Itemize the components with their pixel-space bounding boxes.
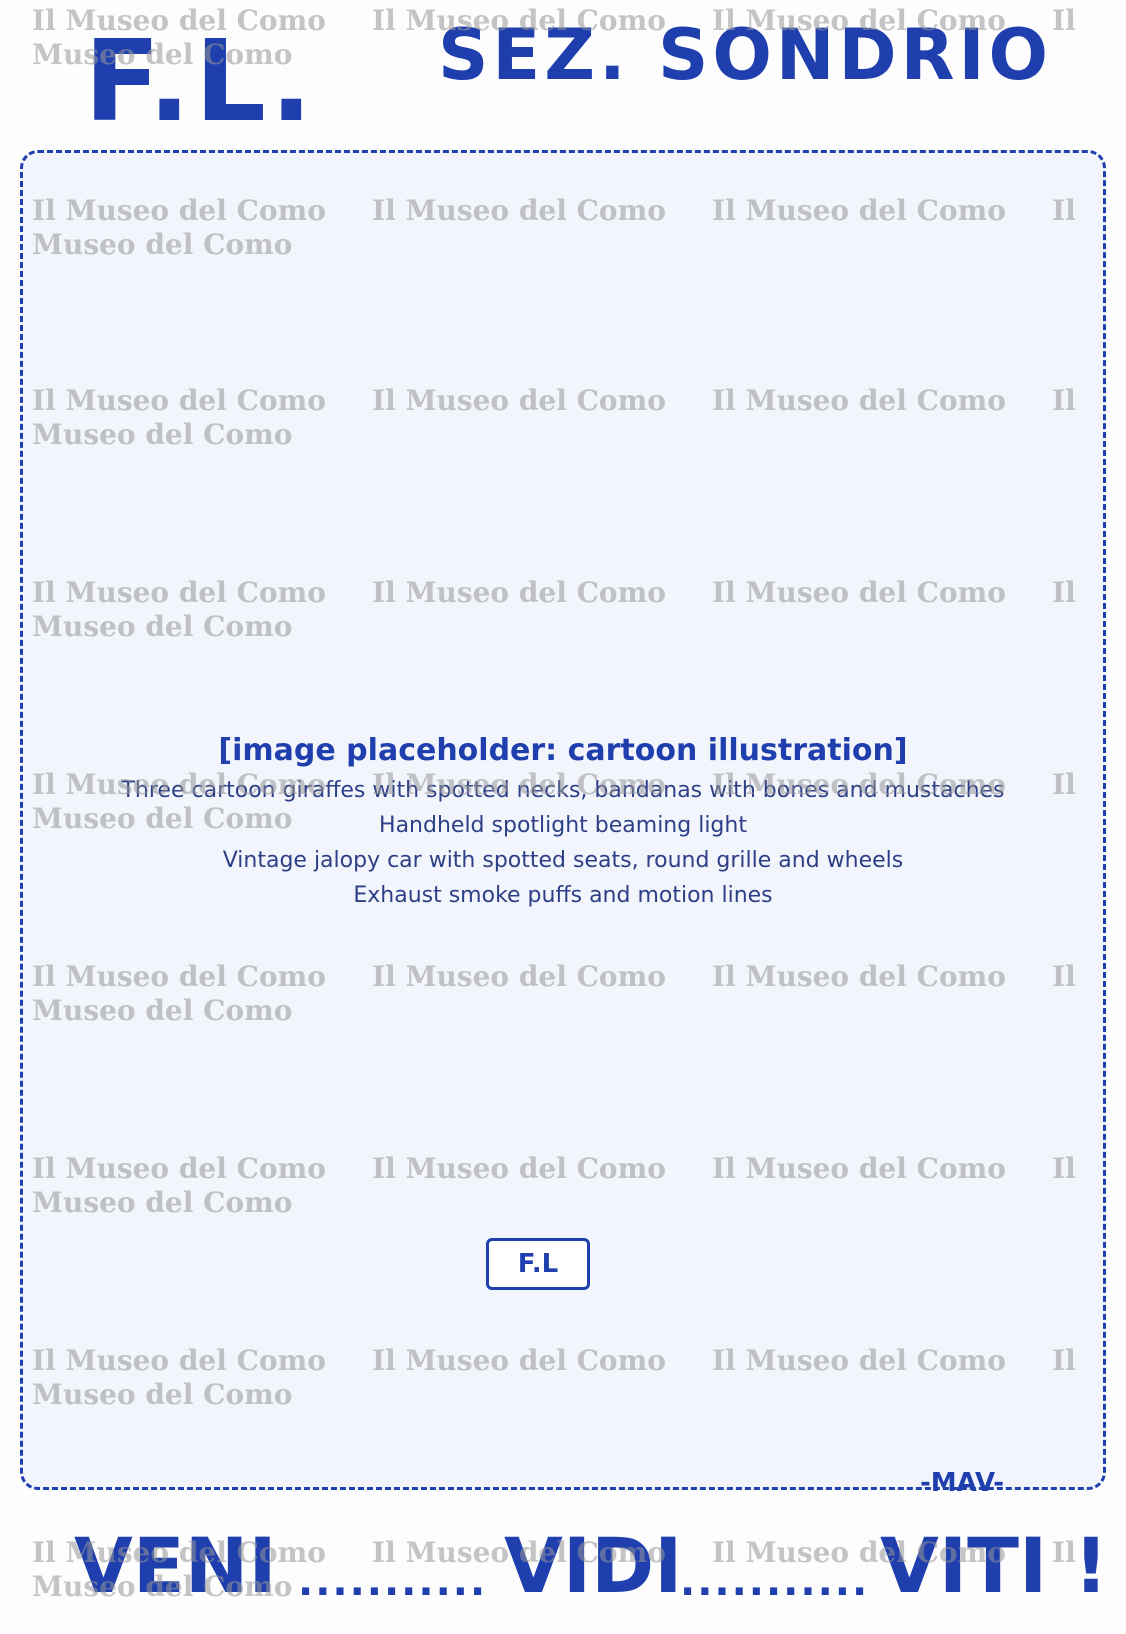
illustration-part: Vintage jalopy car with spotted seats, r…	[222, 847, 904, 873]
header-initials: F.L.	[84, 17, 317, 147]
car-plate-label: F.L	[486, 1238, 590, 1290]
header-section: SEZ. SONDRIO	[438, 14, 1053, 96]
slogan-dots: ...........	[680, 1559, 870, 1605]
slogan-word-viti: VITI !	[880, 1521, 1109, 1610]
slogan-dots: ...........	[298, 1559, 488, 1605]
watermark: Il	[1052, 4, 1076, 37]
illustration-part: Three cartoon giraffes with spotted neck…	[121, 777, 1005, 803]
illustration-part: Exhaust smoke puffs and motion lines	[353, 882, 773, 908]
slogan: VENI ........... VIDI ........... VITI !	[0, 1528, 1126, 1618]
slogan-word-veni: VENI	[74, 1521, 277, 1610]
slogan-word-vidi: VIDI	[504, 1521, 683, 1610]
illustration-part: Handheld spotlight beaming light	[379, 812, 747, 838]
artist-signature: -MAV-	[920, 1468, 1005, 1498]
illustration-placeholder-title: [image placeholder: cartoon illustration…	[218, 732, 908, 768]
